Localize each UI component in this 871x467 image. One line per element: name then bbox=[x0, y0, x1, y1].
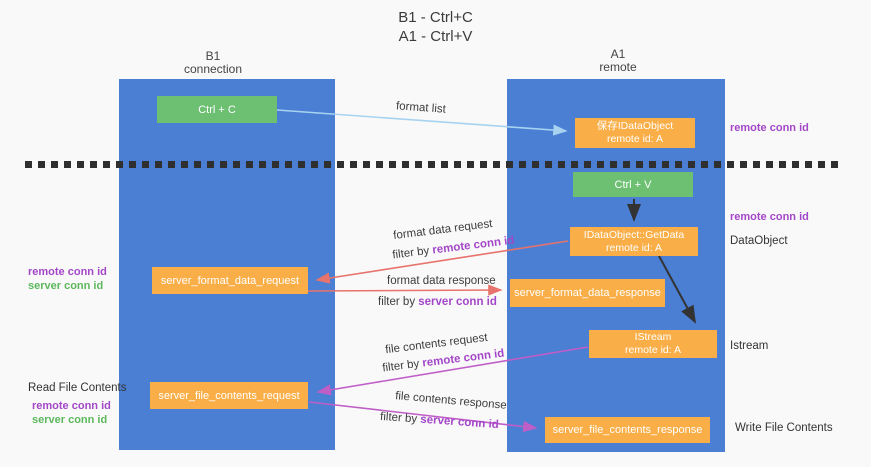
edge-label-file-contents-response: file contents response bbox=[394, 390, 508, 412]
node-server-file-contents-response-label: server_file_contents_response bbox=[552, 424, 703, 436]
node-ctrl-v-label: Ctrl + V bbox=[614, 178, 652, 191]
node-istream: IStream remote id: A bbox=[589, 330, 717, 358]
filter-by-text: filter by bbox=[379, 410, 421, 426]
annotation-server-conn-id-left: server conn id bbox=[28, 280, 104, 292]
diagram-title: B1 - Ctrl+C A1 - Ctrl+V bbox=[0, 8, 871, 46]
title-line-b1: B1 - Ctrl+C bbox=[398, 9, 473, 26]
title-line-a1: A1 - Ctrl+V bbox=[398, 28, 473, 45]
edge-label-format-data-response: format data response bbox=[387, 275, 496, 287]
node-server-format-data-response: server_format_data_response bbox=[510, 279, 665, 307]
node-idataobject-getdata-line2: remote id: A bbox=[605, 241, 663, 254]
format-data-response-arrow bbox=[307, 284, 503, 296]
filter-key-server-conn-id: server conn id bbox=[418, 296, 497, 308]
node-idataobject-getdata-line1: IDataObject::GetData bbox=[583, 228, 685, 241]
actor-b1-name: B1 bbox=[205, 49, 221, 63]
annotation-remote-conn-id-left: remote conn id bbox=[28, 266, 107, 278]
filter-key-remote-conn-id: remote conn id bbox=[421, 347, 505, 370]
filter-by-text: filter by bbox=[391, 244, 434, 262]
node-save-idataobject-line1: 保存IDataObject bbox=[596, 120, 674, 132]
node-server-format-data-request: server_format_data_request bbox=[152, 267, 308, 294]
annotation-remote-conn-id-mid: remote conn id bbox=[730, 211, 809, 223]
annotation-write-file-contents: Write File Contents bbox=[735, 422, 833, 434]
annotation-server-conn-id-bottom-left: server conn id bbox=[32, 414, 108, 426]
filter-by-text: filter by bbox=[381, 357, 424, 375]
annotation-remote-conn-id-bottom-left: remote conn id bbox=[32, 400, 111, 412]
actor-b1-role: connection bbox=[183, 62, 243, 76]
filter-key-server-conn-id: server conn id bbox=[419, 413, 500, 432]
node-ctrl-c: Ctrl + C bbox=[157, 96, 277, 123]
edge-label-filter-server-1: filter by server conn id bbox=[378, 296, 497, 308]
actor-a1-role: remote bbox=[599, 60, 637, 74]
node-server-file-contents-request-label: server_file_contents_request bbox=[158, 389, 300, 402]
node-istream-line2: remote id: A bbox=[624, 344, 682, 356]
node-save-idataobject: 保存IDataObject remote id: A bbox=[575, 118, 695, 148]
node-server-format-data-response-label: server_format_data_response bbox=[514, 287, 661, 299]
edge-label-filter-server-2: filter by server conn id bbox=[380, 411, 499, 431]
filter-key-remote-conn-id: remote conn id bbox=[431, 234, 515, 257]
node-ctrl-c-label: Ctrl + C bbox=[198, 103, 236, 116]
edge-label-format-list: format list bbox=[395, 100, 447, 116]
node-server-file-contents-request: server_file_contents_request bbox=[150, 382, 308, 409]
node-server-file-contents-response: server_file_contents_response bbox=[545, 417, 710, 443]
actor-a1-name: A1 bbox=[610, 47, 626, 61]
node-idataobject-getdata: IDataObject::GetData remote id: A bbox=[570, 227, 698, 256]
filter-by-text: filter by bbox=[378, 296, 419, 308]
node-istream-line1: IStream bbox=[634, 331, 672, 343]
actor-a1-remote: A1 remote bbox=[558, 48, 678, 74]
annotation-istream: Istream bbox=[730, 340, 769, 352]
node-server-format-data-request-label: server_format_data_request bbox=[160, 274, 300, 287]
annotation-read-file-contents: Read File Contents bbox=[28, 382, 127, 394]
annotation-dataobject: DataObject bbox=[730, 235, 788, 247]
actor-b1-connection: B1 connection bbox=[153, 50, 273, 76]
node-ctrl-v: Ctrl + V bbox=[573, 172, 693, 197]
node-save-idataobject-line2: remote id: A bbox=[606, 133, 664, 145]
copy-paste-separator-line bbox=[25, 161, 838, 168]
annotation-remote-conn-id-top: remote conn id bbox=[730, 122, 809, 134]
